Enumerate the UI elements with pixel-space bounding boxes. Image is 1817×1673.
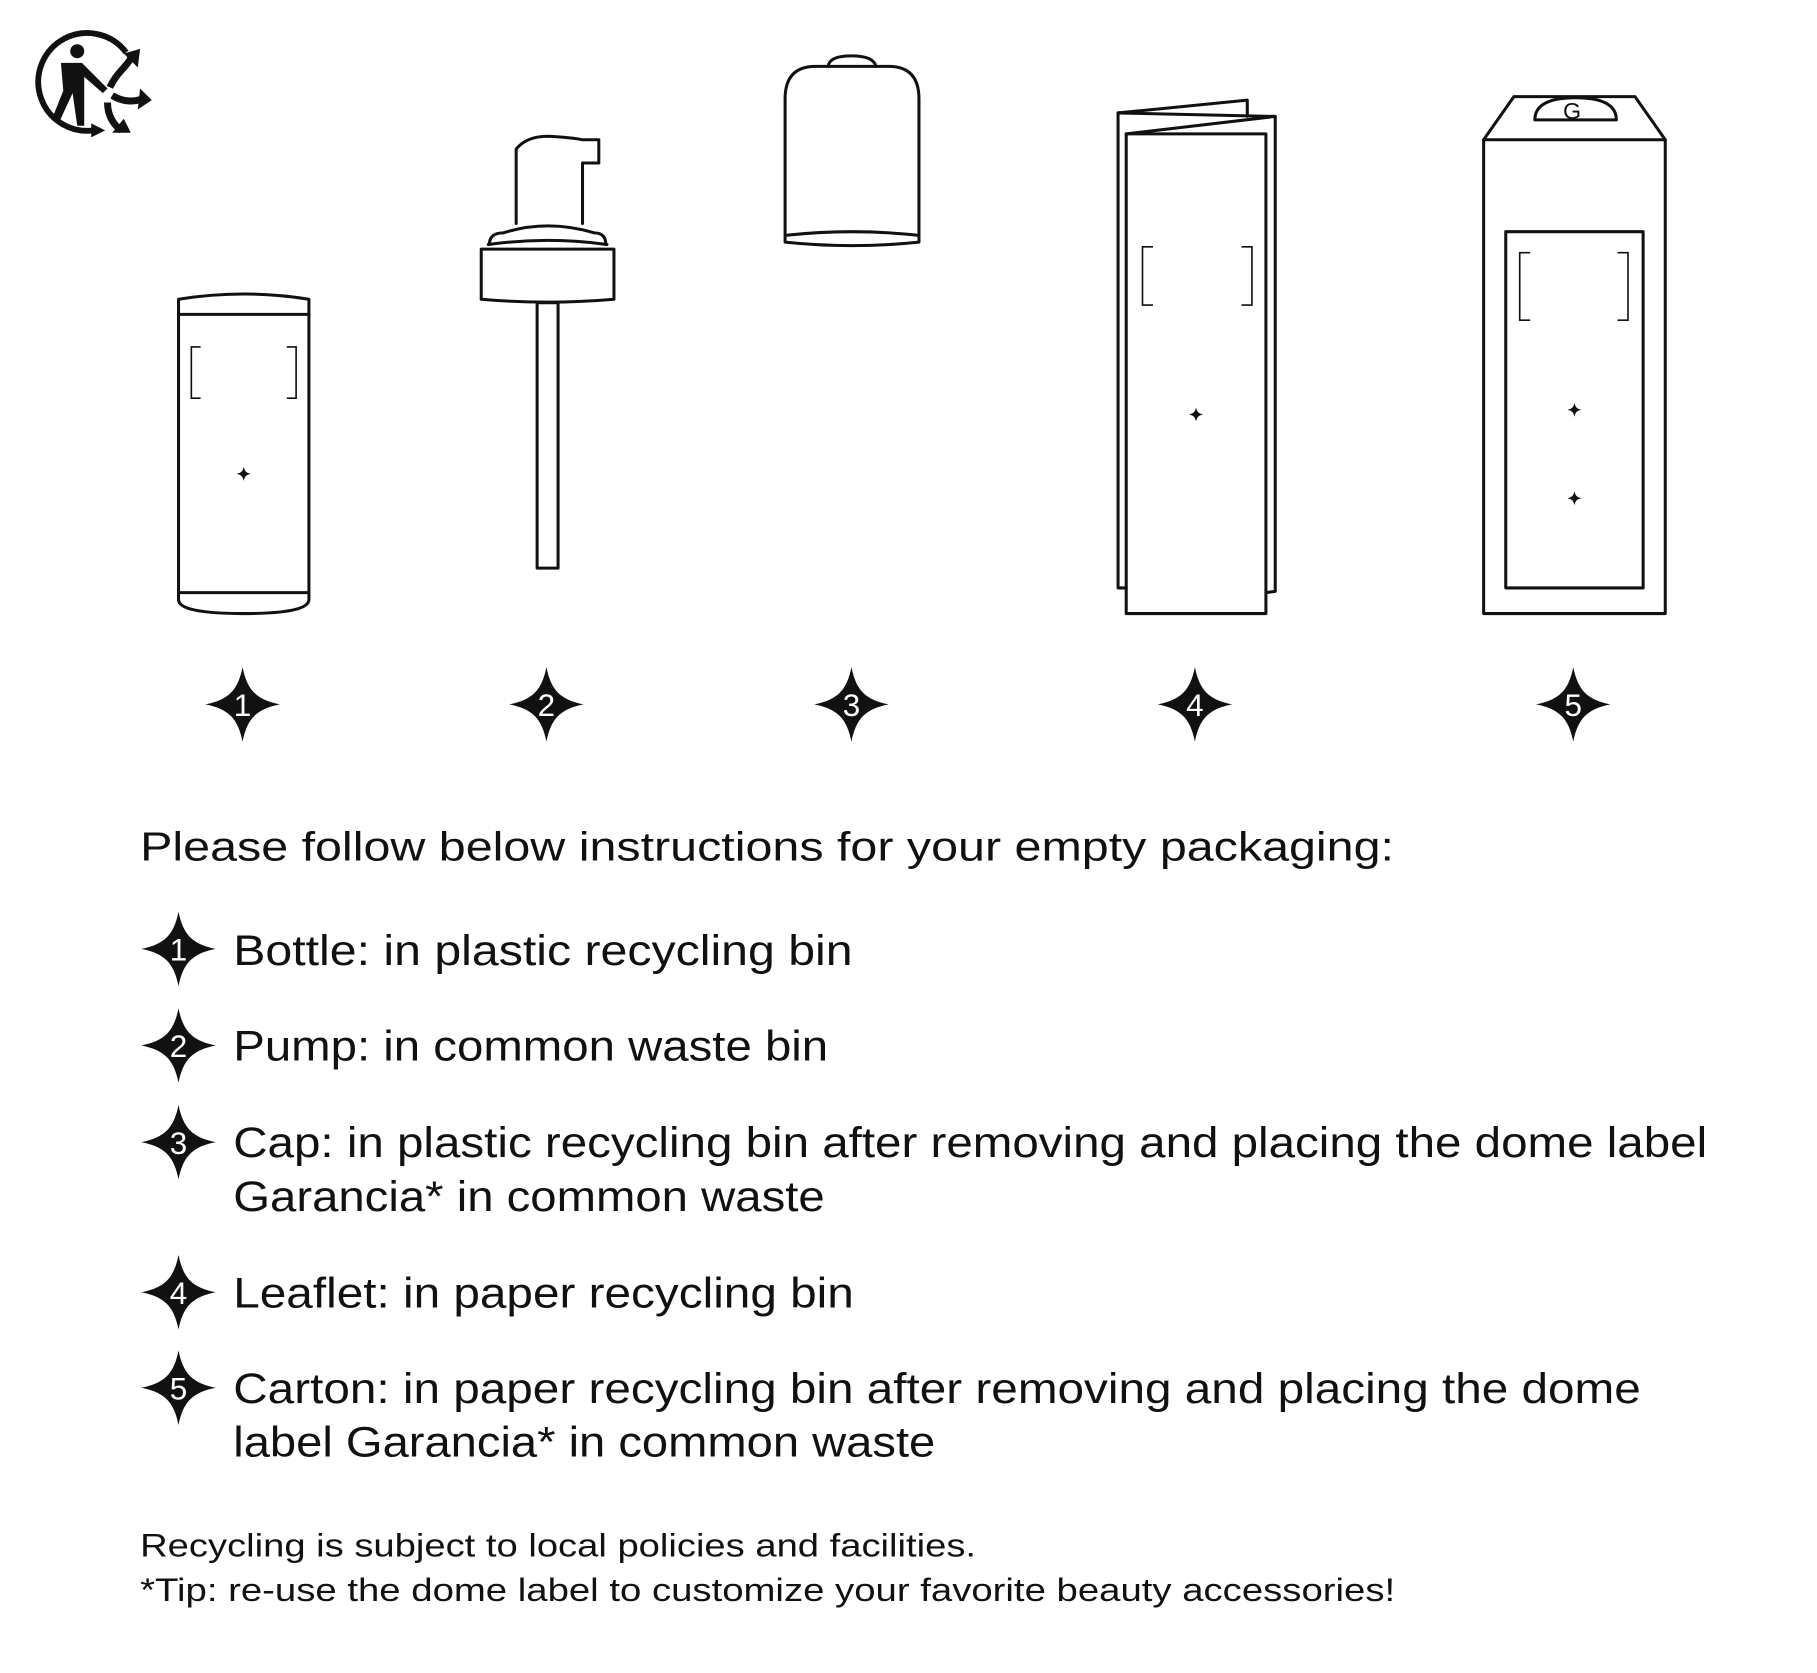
badge-3: 3: [814, 667, 889, 742]
svg-text:Cap: in plastic recycling bin: Cap: in plastic recycling bin after remo…: [233, 1119, 1707, 1167]
svg-text:2: 2: [538, 688, 555, 723]
leaflet-illustration: [1116, 98, 1277, 616]
badge-4: 4: [1157, 667, 1233, 742]
svg-text:1: 1: [170, 932, 187, 967]
badge-5: 5: [1536, 667, 1611, 742]
svg-text:2: 2: [170, 1029, 187, 1064]
footer-note: Recycling is subject to local policies a…: [140, 1527, 976, 1564]
list-item-leaflet: 4 Leaflet: in paper recycling bin: [141, 1255, 854, 1330]
list-item-carton: 5 Carton: in paper recycling bin after r…: [141, 1350, 1641, 1466]
list-item-cap: 3 Cap: in plastic recycling bin after re…: [141, 1104, 1707, 1221]
svg-text:1: 1: [234, 688, 251, 723]
list-item-bottle: 1 Bottle: in plastic recycling bin: [141, 911, 853, 987]
svg-text:5: 5: [170, 1371, 187, 1406]
footer-tip: *Tip: re-use the dome label to customize…: [140, 1571, 1395, 1608]
svg-text:4: 4: [170, 1276, 187, 1311]
list-item-pump: 2 Pump: in common waste bin: [141, 1008, 828, 1083]
svg-text:Bottle: in plastic recycling b: Bottle: in plastic recycling bin: [233, 927, 852, 975]
svg-text:Carton: in paper recycling bin: Carton: in paper recycling bin after rem…: [233, 1365, 1641, 1413]
triman-recycling-icon: [35, 30, 152, 138]
svg-text:Leaflet: in paper recycling bi: Leaflet: in paper recycling bin: [233, 1269, 854, 1317]
carton-illustration: G: [1482, 95, 1667, 616]
svg-text:3: 3: [843, 688, 860, 723]
svg-text:5: 5: [1565, 688, 1582, 723]
badge-2: 2: [509, 667, 584, 742]
pump-illustration: [479, 134, 616, 570]
svg-text:3: 3: [170, 1126, 187, 1161]
bottle-illustration: [177, 292, 311, 616]
svg-text:4: 4: [1186, 688, 1203, 723]
svg-text:Pump: in common waste bin: Pump: in common waste bin: [233, 1023, 828, 1071]
dome-label-logo: G: [1563, 98, 1581, 124]
badge-1: 1: [205, 667, 280, 742]
instructions-heading: Please follow below instructions for you…: [140, 823, 1394, 869]
cap-illustration: [783, 54, 921, 248]
svg-text:Garancia* in common waste: Garancia* in common waste: [233, 1173, 824, 1221]
svg-text:label Garancia* in common wast: label Garancia* in common waste: [233, 1418, 935, 1466]
